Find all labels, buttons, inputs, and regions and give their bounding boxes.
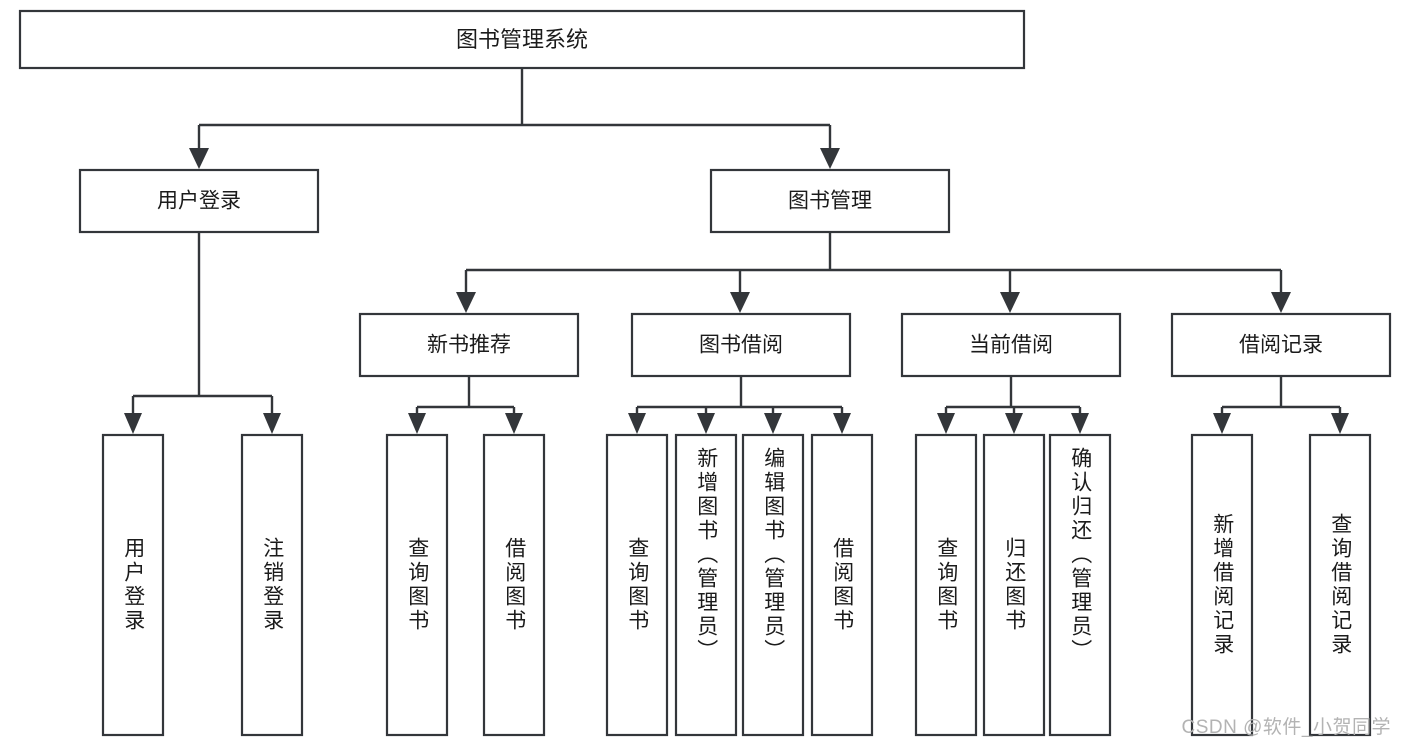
node-leaf-add-book-box[interactable] <box>674 433 738 737</box>
node-root-box[interactable] <box>18 9 1026 70</box>
arrow-head-leaf-query-book-2 <box>628 413 646 434</box>
arrow-head-leaf-user-login <box>124 413 142 434</box>
node-root-label: 图书管理系统 <box>456 27 588 52</box>
node-leaf-edit-book-box[interactable] <box>741 433 805 737</box>
node-new-book-rec-label: 新书推荐 <box>427 334 511 357</box>
node-leaf-user-login-box[interactable] <box>101 433 165 737</box>
arrow-head-leaf-query-book-1 <box>408 413 426 434</box>
node-borrow-record[interactable]: 借阅记录 <box>1170 312 1392 378</box>
arrow-head-leaf-confirm-return <box>1071 413 1089 434</box>
arrow-head-leaf-query-record <box>1331 413 1349 434</box>
node-current-borrow[interactable]: 当前借阅 <box>900 312 1122 378</box>
arrow-head-leaf-query-book-3 <box>937 413 955 434</box>
arrow-head-leaf-user-logout <box>263 413 281 434</box>
node-user-login-label: 用户登录 <box>157 190 241 213</box>
node-book-borrow-box[interactable] <box>630 312 852 378</box>
node-leaf-query-book-1-box[interactable] <box>385 433 449 737</box>
node-user-login-box[interactable] <box>78 168 320 234</box>
arrow-head-leaf-borrow-book-1 <box>505 413 523 434</box>
node-current-borrow-box[interactable] <box>900 312 1122 378</box>
arrow-head-book-borrow <box>730 292 750 313</box>
node-leaf-add-record-box[interactable] <box>1190 433 1254 737</box>
arrow-head-current-borrow <box>1000 292 1020 313</box>
arrow-head-book-manage <box>820 148 840 169</box>
node-leaf-query-book-3-box[interactable] <box>914 433 978 737</box>
csdn-watermark: CSDN @软件_小贺同学 <box>1181 717 1391 738</box>
arrow-head-leaf-return-book <box>1005 413 1023 434</box>
node-leaf-query-record-box[interactable] <box>1308 433 1372 737</box>
node-leaf-query-book-2-box[interactable] <box>605 433 669 737</box>
node-leaf-confirm-return-box[interactable] <box>1048 433 1112 737</box>
node-book-manage-box[interactable] <box>709 168 951 234</box>
arrow-head-borrow-record <box>1271 292 1291 313</box>
arrow-head-user-login <box>189 148 209 169</box>
node-leaf-borrow-book-1-box[interactable] <box>482 433 546 737</box>
node-borrow-record-label: 借阅记录 <box>1239 334 1323 357</box>
arrow-head-leaf-borrow-book-2 <box>833 413 851 434</box>
node-book-borrow[interactable]: 图书借阅 <box>630 312 852 378</box>
node-book-manage[interactable]: 图书管理 <box>709 168 951 234</box>
connector-layer <box>124 68 1349 434</box>
node-user-login[interactable]: 用户登录 <box>78 168 320 234</box>
node-book-manage-label: 图书管理 <box>788 190 872 213</box>
arrow-head-leaf-add-book <box>697 413 715 434</box>
node-leaf-user-logout-box[interactable] <box>240 433 304 737</box>
node-leaf-return-book-box[interactable] <box>982 433 1046 737</box>
arrow-head-leaf-add-record <box>1213 413 1231 434</box>
node-root[interactable]: 图书管理系统 <box>18 9 1026 70</box>
arrow-head-leaf-edit-book <box>764 413 782 434</box>
arrow-head-new-book-rec <box>456 292 476 313</box>
node-leaf-borrow-book-2-box[interactable] <box>810 433 874 737</box>
node-new-book-rec-box[interactable] <box>358 312 580 378</box>
node-current-borrow-label: 当前借阅 <box>969 334 1053 357</box>
node-new-book-rec[interactable]: 新书推荐 <box>358 312 580 378</box>
node-book-borrow-label: 图书借阅 <box>699 334 783 357</box>
leaf-box-layer <box>101 433 1372 737</box>
node-borrow-record-box[interactable] <box>1170 312 1392 378</box>
